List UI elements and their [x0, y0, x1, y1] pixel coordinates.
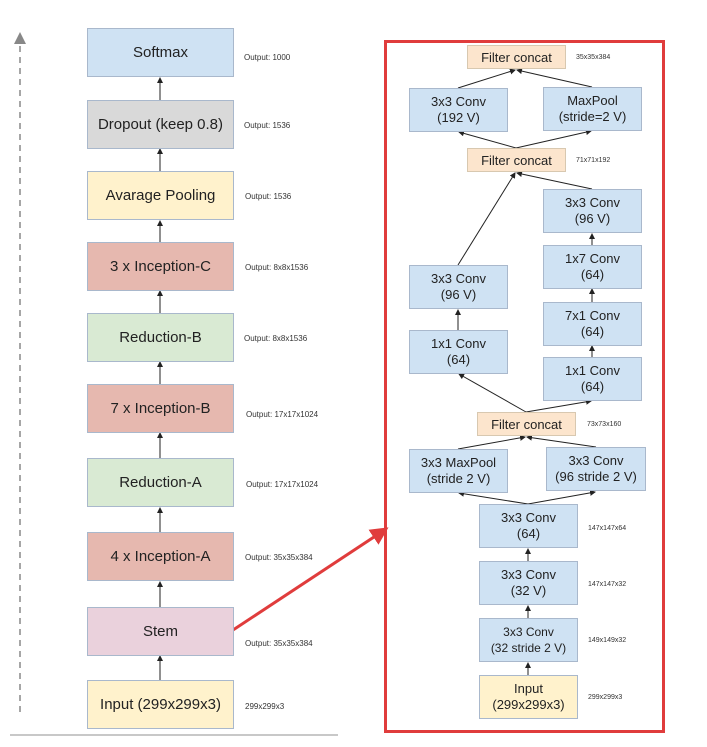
average-pooling-output: Output: 1536 [245, 192, 292, 201]
conv-1x7: 1x7 Conv (64) [543, 245, 642, 289]
reduction-b-block: Reduction-B [87, 313, 234, 362]
filter-concat-top-output: 35x35x384 [576, 54, 611, 61]
stem-block: Stem [87, 607, 234, 656]
input-output: 299x299x3 [245, 702, 285, 711]
conv-1x1-right: 1x1 Conv (64) [543, 357, 642, 401]
inception-a-block: 4 x Inception-A [87, 532, 234, 581]
conv-3x3-96-stride2: 3x3 Conv (96 stride 2 V) [546, 447, 646, 491]
filter-concat-middle-output: 71x71x192 [576, 157, 611, 164]
softmax-block: Softmax [87, 28, 234, 77]
conv-1x1-left: 1x1 Conv (64) [409, 330, 508, 374]
conv-3x3-32-stride2: 3x3 Conv (32 stride 2 V) [479, 618, 578, 662]
zoom-pointer-arrow [229, 527, 389, 634]
filter-concat-top: Filter concat [467, 45, 566, 69]
conv-3x3-64: 3x3 Conv (64) [479, 504, 578, 548]
inception-b-block: 7 x Inception-B [87, 384, 234, 433]
divider [10, 734, 338, 736]
softmax-output: Output: 1000 [244, 53, 291, 62]
conv-3x3-32: 3x3 Conv (32 V) [479, 561, 578, 605]
filter-concat-bottom: Filter concat [477, 412, 576, 436]
stem-detail-frame [384, 40, 665, 733]
filter-concat-middle: Filter concat [467, 148, 566, 172]
conv-3x3-64-output: 147x147x64 [588, 525, 627, 532]
stem-input: Input (299x299x3) [479, 675, 578, 719]
dropout-output: Output: 1536 [244, 121, 291, 130]
conv-3x3-32-stride2-output: 149x149x32 [588, 637, 627, 644]
inception-a-output: Output: 35x35x384 [245, 553, 313, 562]
conv-3x3-96-right: 3x3 Conv (96 V) [543, 189, 642, 233]
inception-b-output: Output: 17x17x1024 [246, 410, 319, 419]
average-pooling-block: Avarage Pooling [87, 171, 234, 220]
dropout-block: Dropout (keep 0.8) [87, 100, 234, 149]
maxpool-stride2: MaxPool (stride=2 V) [543, 87, 642, 131]
conv-3x3-192: 3x3 Conv (192 V) [409, 88, 508, 132]
input-block: Input (299x299x3) [87, 680, 234, 729]
inception-c-block: 3 x Inception-C [87, 242, 234, 291]
stem-input-output: 299x299x3 [588, 694, 623, 701]
filter-concat-bottom-output: 73x73x160 [587, 421, 622, 428]
stem-arrows [455, 68, 597, 675]
stem-output: Output: 35x35x384 [245, 639, 313, 648]
reduction-a-block: Reduction-A [87, 458, 234, 507]
reduction-a-output: Output: 17x17x1024 [246, 480, 319, 489]
inception-c-output: Output: 8x8x1536 [245, 263, 309, 272]
maxpool-3x3: 3x3 MaxPool (stride 2 V) [409, 449, 508, 493]
reduction-b-output: Output: 8x8x1536 [244, 334, 308, 343]
conv-7x1: 7x1 Conv (64) [543, 302, 642, 346]
conv-3x3-96-left: 3x3 Conv (96 V) [409, 265, 508, 309]
conv-3x3-32-output: 147x147x32 [588, 581, 627, 588]
